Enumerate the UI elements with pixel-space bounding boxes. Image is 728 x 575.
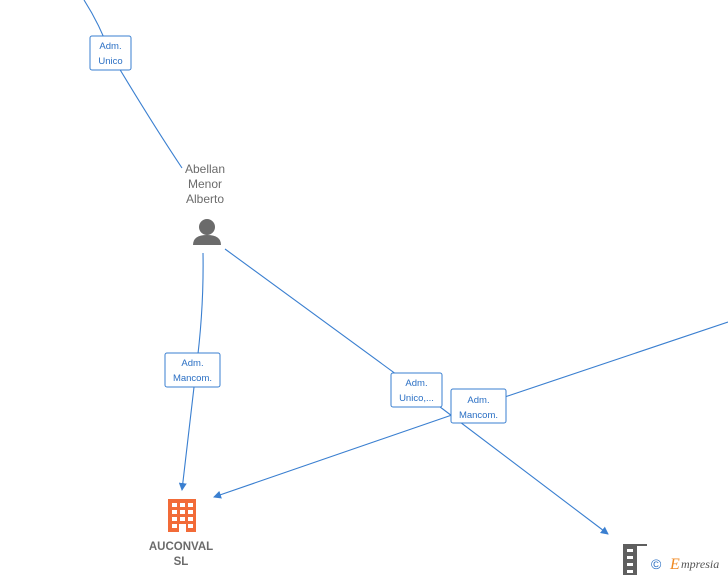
svg-text:mpresia: mpresia <box>681 557 719 571</box>
edge-label-person-to-right[interactable]: Adm. Unico,... <box>390 372 443 408</box>
person-icon <box>193 219 221 245</box>
person-name-line: Abellan <box>185 162 225 176</box>
svg-text:Adm.: Adm. <box>467 395 489 406</box>
svg-text:Unico: Unico <box>98 56 122 67</box>
building-icon <box>168 499 196 532</box>
person-name-line: Menor <box>188 177 222 191</box>
building-icon-gray[interactable] <box>623 544 647 575</box>
svg-text:Mancom.: Mancom. <box>459 410 498 421</box>
person-node[interactable]: Abellan Menor Alberto <box>185 162 225 245</box>
svg-text:Adm.: Adm. <box>405 378 427 389</box>
company-node[interactable]: AUCONVAL SL <box>149 499 213 568</box>
svg-text:E: E <box>669 556 680 573</box>
person-name-line: Alberto <box>186 192 224 206</box>
svg-text:©: © <box>651 556 662 572</box>
svg-text:Unico,...: Unico,... <box>399 393 434 404</box>
svg-text:Adm.: Adm. <box>99 41 121 52</box>
company-name-line: SL <box>174 556 189 568</box>
edge-label-person-to-company[interactable]: Adm. Mancom. <box>164 352 221 388</box>
edge-label-right-to-company[interactable]: Adm. Mancom. <box>450 388 507 424</box>
empresia-watermark: © E mpresia <box>651 556 719 573</box>
svg-text:Mancom.: Mancom. <box>173 373 212 384</box>
svg-text:Adm.: Adm. <box>181 358 203 369</box>
edge-top <box>83 0 183 169</box>
edge-label-top[interactable]: Adm. Unico <box>89 35 132 71</box>
company-name-line: AUCONVAL <box>149 541 213 553</box>
